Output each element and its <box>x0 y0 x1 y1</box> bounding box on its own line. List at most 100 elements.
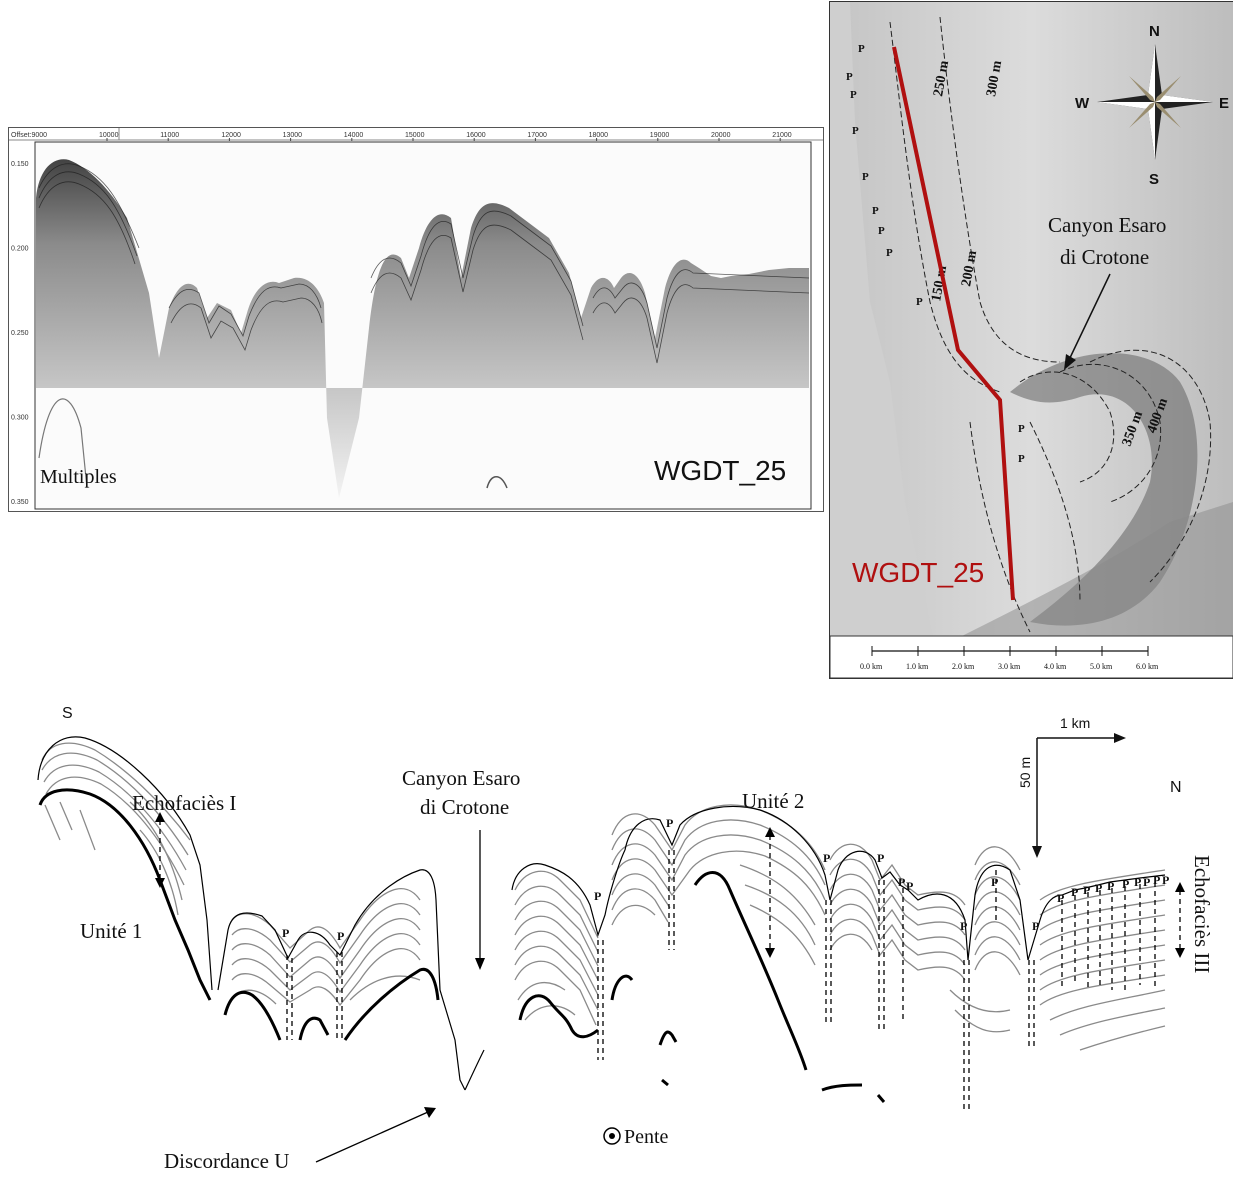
p-marker: P <box>1107 879 1114 893</box>
seismic-reflectors <box>38 163 810 364</box>
p-marker: P <box>872 205 879 217</box>
compass-n: N <box>1149 23 1160 40</box>
canyon-pointer-arrow <box>1067 273 1111 363</box>
pockmark-markers: P P P P P P P P P P P <box>846 43 1025 465</box>
unite-1-label: Unité 1 <box>80 919 142 943</box>
canyon-label-2: di Crotone <box>420 795 509 819</box>
scale-tick-label: 4.0 km <box>1044 662 1067 671</box>
seismic-y-tick-label: 0.200 <box>11 246 29 253</box>
offset-label: Offset:9000 <box>11 132 47 139</box>
p-marker: P <box>886 247 893 259</box>
p-marker: P <box>1018 453 1025 465</box>
map-canyon-label-2: di Crotone <box>1060 245 1149 269</box>
echofacies-1-label: Echofaciès I <box>132 791 236 815</box>
p-marker: P <box>282 926 289 940</box>
p-marker: P <box>1143 875 1150 889</box>
p-marker: P <box>1095 881 1102 895</box>
p-marker: P <box>1071 885 1078 899</box>
scale-tick-label: 0.0 km <box>860 662 883 671</box>
interpreted-section-panel: S N 1 km 50 m <box>0 690 1233 1175</box>
p-marker: P <box>1153 873 1160 887</box>
p-marker: P <box>850 89 857 101</box>
scale-tick-label: 3.0 km <box>998 662 1021 671</box>
p-marker: P <box>916 296 923 308</box>
seismic-y-tick-label: 0.150 <box>11 161 29 168</box>
p-marker: P <box>594 889 601 903</box>
section-scale: 1 km 50 m <box>1017 715 1126 858</box>
p-marker: P <box>1083 883 1090 897</box>
seismic-x-tick-label: 21000 <box>772 132 792 139</box>
seismic-x-ticks: 10000 11000 12000 13000 14000 15000 16000 17000… <box>99 132 792 141</box>
compass-e: E <box>1219 95 1229 112</box>
seismic-x-tick-label: 13000 <box>283 132 303 139</box>
scale-horizontal-label: 1 km <box>1060 715 1090 731</box>
bathymetric-map-panel: 250 m 300 m 150 m 200 m 350 m 400 m P P … <box>829 1 1233 679</box>
p-marker: P <box>1057 891 1064 905</box>
seismic-y-tick-label: 0.300 <box>11 415 29 422</box>
compass-s: S <box>1149 171 1159 188</box>
isobath-250m: 250 m <box>931 59 952 98</box>
seismic-x-tick-label: 12000 <box>221 132 241 139</box>
profile-track-line <box>892 46 1015 601</box>
seismic-x-tick-label: 15000 <box>405 132 425 139</box>
scale-vertical-label: 50 m <box>1017 757 1033 788</box>
seismic-x-tick-label: 14000 <box>344 132 364 139</box>
isobath-lines <box>889 16 1212 633</box>
seismic-x-tick-label: 19000 <box>650 132 670 139</box>
land-area <box>830 2 935 642</box>
seismic-x-tick-label: 16000 <box>466 132 486 139</box>
discordance-label: Discordance U <box>164 1149 289 1173</box>
unite-2-label: Unité 2 <box>742 789 804 813</box>
canyon-label-1: Canyon Esaro <box>402 766 520 790</box>
p-marker: P <box>1134 875 1141 889</box>
seismic-x-tick-label: 11000 <box>160 132 179 139</box>
p-marker: P <box>666 816 673 830</box>
seismic-x-tick-label: 18000 <box>589 132 609 139</box>
thickness-arrows <box>159 820 1181 950</box>
p-marker: P <box>906 879 913 893</box>
discordance-pointer-arrow <box>315 1111 429 1163</box>
arrow-heads <box>155 812 1185 958</box>
p-marker: P <box>1162 873 1169 887</box>
seismic-reflector-mass <box>36 159 809 499</box>
seismic-profile-panel: Offset:9000 10000 11000 12000 13000 14000 150… <box>8 127 824 512</box>
seismic-multiple <box>38 398 88 489</box>
slope-symbol <box>603 1127 621 1145</box>
multiples-label: Multiples <box>40 466 117 488</box>
seismic-x-tick-label: 17000 <box>527 132 547 139</box>
profile-name-label: WGDT_25 <box>654 455 786 486</box>
internal-reflectors <box>41 742 1166 1051</box>
scale-tick-label: 6.0 km <box>1136 662 1159 671</box>
compass-w: W <box>1075 95 1090 112</box>
scale-tick-label: 2.0 km <box>952 662 975 671</box>
p-marker: P <box>878 225 885 237</box>
fluid-pipes <box>286 850 1156 1110</box>
p-marker: P <box>823 851 830 865</box>
p-marker: P <box>858 43 865 55</box>
north-label: N <box>1170 779 1182 796</box>
p-marker: P <box>1122 877 1129 891</box>
isobath-200m: 200 m <box>959 249 980 288</box>
scale-tick-label: 1.0 km <box>906 662 929 671</box>
pente-label: Pente <box>624 1126 669 1148</box>
p-marker: P <box>877 851 884 865</box>
isobath-labels: 250 m 300 m 150 m 200 m 350 m 400 m <box>929 59 1171 448</box>
compass-rose: N S E W <box>1075 23 1229 188</box>
p-marker: P <box>337 929 344 943</box>
p-marker: P <box>898 875 905 889</box>
map-canyon-label-1: Canyon Esaro <box>1048 213 1166 237</box>
p-marker: P <box>960 919 967 933</box>
p-marker: P <box>852 125 859 137</box>
seismic-x-tick-label: 10000 <box>99 132 119 139</box>
seafloor-profile <box>37 736 1166 1091</box>
unconformity-line <box>38 788 886 1103</box>
p-marker: P <box>1032 919 1039 933</box>
section-p-markers: P P P P P P P P P P P P P P P P P P P P … <box>282 816 1169 943</box>
seismic-y-ticks: 0.150 0.200 0.250 0.300 0.350 <box>11 161 29 506</box>
echofacies-3-label: Echofaciès III <box>1190 855 1214 973</box>
p-marker: P <box>862 171 869 183</box>
p-marker: P <box>1018 423 1025 435</box>
seismic-y-tick-label: 0.250 <box>11 330 29 337</box>
seismic-y-tick-label: 0.350 <box>11 499 29 506</box>
